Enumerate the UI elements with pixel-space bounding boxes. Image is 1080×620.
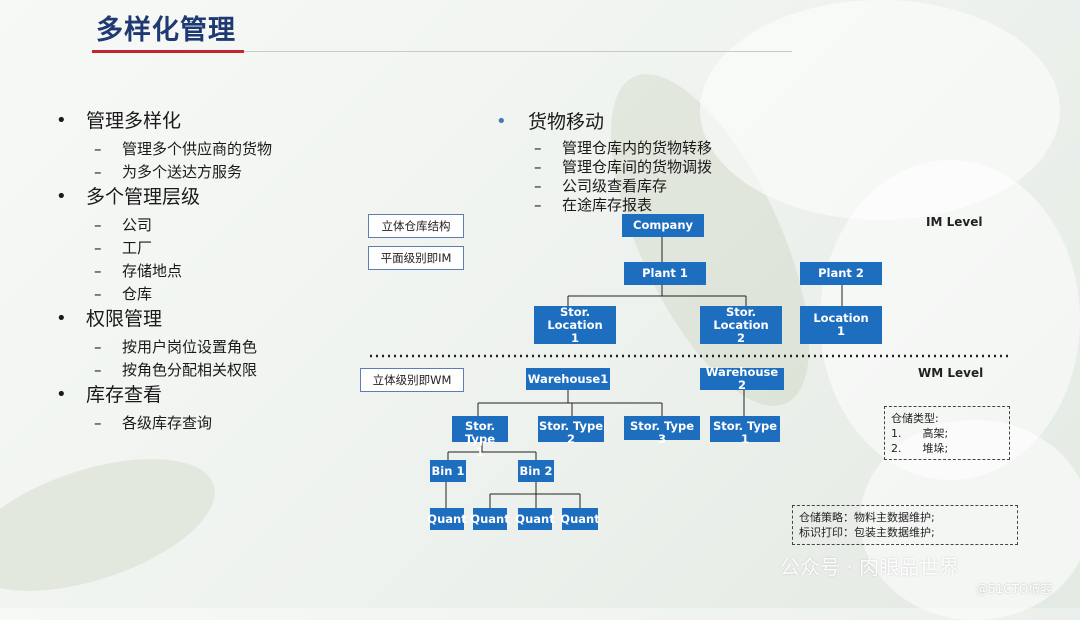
- list-subitem: 按角色分配相关权限: [56, 359, 436, 382]
- quant-box: Quant: [515, 508, 555, 530]
- list-item: 多个管理层级 公司 工厂 存储地点 仓库: [56, 184, 436, 306]
- list-subitem: 按用户岗位设置角色: [56, 336, 436, 359]
- storage-types-box: 仓储类型: 1. 高架; 2. 堆垛;: [884, 406, 1010, 460]
- storage-types-header: 仓储类型:: [891, 412, 939, 425]
- title-underline: [92, 50, 244, 53]
- im-level-label: IM Level: [926, 215, 983, 229]
- bin-2-box: Bin 2: [518, 460, 554, 482]
- list-subitem: 为多个送达方服务: [56, 161, 436, 184]
- strategy-line: 标识打印：包装主数据维护;: [799, 526, 935, 539]
- list-subitem: 各级库存查询: [56, 412, 436, 435]
- warehouse-1-box: Warehouse1: [526, 368, 610, 390]
- storage-location-1-box: Stor. Location 1: [534, 305, 616, 344]
- watermark-text: 公众号 · 肉眼品世界: [780, 555, 960, 579]
- list-item: 管理多样化 管理多个供应商的货物 为多个送达方服务: [56, 108, 436, 184]
- page-title: 多样化管理: [96, 15, 236, 46]
- list-heading: 权限管理: [56, 306, 436, 332]
- list-subitem: 管理仓库内的货物转移: [496, 139, 816, 158]
- storage-types-line: 1. 高架;: [891, 427, 949, 440]
- list-item: 权限管理 按用户岗位设置角色 按角色分配相关权限: [56, 306, 436, 382]
- list-item: 货物移动 管理仓库内的货物转移 管理仓库间的货物调拨 公司级查看库存 在途库存报…: [496, 109, 816, 215]
- storage-type-1-box: Stor. Type 1: [452, 416, 508, 459]
- list-item: 库存查看 各级库存查询: [56, 382, 436, 435]
- warehouse-2-box: Warehouse 2: [700, 366, 784, 392]
- list-heading: 管理多样化: [56, 108, 436, 134]
- wm-level-label: WM Level: [918, 366, 984, 380]
- plant-1-box: Plant 1: [624, 262, 706, 285]
- list-subitem: 管理仓库间的货物调拨: [496, 158, 816, 177]
- storage-type-2-box: Stor. Type 2: [538, 416, 604, 446]
- list-subitem: 工厂: [56, 237, 436, 260]
- storage-types-line: 2. 堆垛;: [891, 442, 949, 455]
- list-subitem: 管理多个供应商的货物: [56, 138, 436, 161]
- storage-location-2-box: Stor. Location 2: [700, 305, 782, 344]
- location-1-box: Location 1: [800, 306, 882, 344]
- watermark-source: @51CTO博客: [976, 582, 1053, 596]
- strategy-line: 仓储策略：物料主数据维护;: [799, 511, 935, 524]
- list-heading: 多个管理层级: [56, 184, 436, 210]
- storage-type-3-box: Stor. Type 3: [624, 416, 700, 446]
- storage-strategy-box: 仓储策略：物料主数据维护; 标识打印：包装主数据维护;: [792, 505, 1018, 545]
- left-bullet-list: 管理多样化 管理多个供应商的货物 为多个送达方服务 多个管理层级 公司 工厂 存…: [56, 108, 436, 435]
- quant-box: Quant: [427, 508, 467, 530]
- storage-type-wh2-box: Stor. Type 1: [710, 416, 780, 446]
- plant-2-box: Plant 2: [800, 262, 882, 285]
- background-petal: [860, 420, 1080, 620]
- note-flat-level-im: 平面级别即IM: [368, 246, 464, 270]
- note-3d-level-wm: 立体级别即WM: [360, 368, 464, 392]
- quant-box: Quant: [560, 508, 600, 530]
- quant-box: Quant: [470, 508, 510, 530]
- list-subitem: 仓库: [56, 283, 436, 306]
- list-heading: 库存查看: [56, 382, 436, 408]
- list-subitem: 公司级查看库存: [496, 177, 816, 196]
- bin-1-box: Bin 1: [430, 460, 466, 482]
- note-3d-warehouse-structure: 立体仓库结构: [368, 214, 464, 238]
- list-subitem: 公司: [56, 214, 436, 237]
- list-subitem: 在途库存报表: [496, 196, 816, 215]
- title-rule: [244, 51, 792, 52]
- company-box: Company: [622, 214, 704, 237]
- list-subitem: 存储地点: [56, 260, 436, 283]
- right-bullet-list: 货物移动 管理仓库内的货物转移 管理仓库间的货物调拨 公司级查看库存 在途库存报…: [496, 109, 816, 215]
- list-heading: 货物移动: [496, 109, 816, 135]
